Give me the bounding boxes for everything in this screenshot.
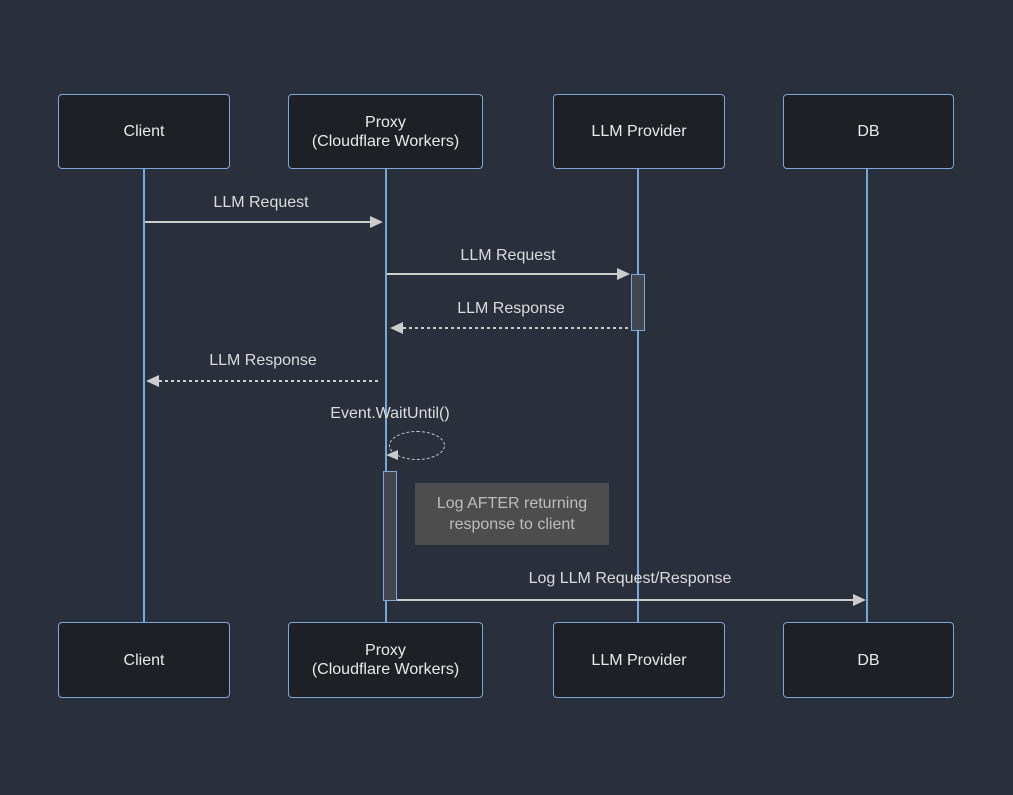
message-line — [397, 599, 853, 601]
participant-db-top: DB — [783, 94, 954, 169]
message-label: Log LLM Request/Response — [529, 570, 732, 588]
arrowhead-icon — [390, 322, 403, 334]
message-label: Event.WaitUntil() — [330, 405, 449, 423]
lifeline-db — [866, 169, 868, 622]
participant-client-bottom: Client — [58, 622, 230, 698]
participant-label: Proxy (Cloudflare Workers) — [312, 113, 459, 151]
message-label: LLM Request — [460, 247, 555, 265]
activation-bar-proxy — [383, 471, 397, 601]
note-text: Log AFTER returning response to client — [437, 493, 587, 535]
activation-bar-llm-provider — [631, 274, 645, 331]
arrowhead-icon — [853, 594, 866, 606]
participant-llm-provider-top: LLM Provider — [553, 94, 725, 169]
participant-label: Client — [124, 122, 165, 141]
participant-client-top: Client — [58, 94, 230, 169]
participant-llm-provider-bottom: LLM Provider — [553, 622, 725, 698]
lifeline-llm-provider — [637, 169, 639, 622]
participant-proxy-top: Proxy (Cloudflare Workers) — [288, 94, 483, 169]
participant-label: Client — [124, 651, 165, 670]
participant-label: LLM Provider — [591, 122, 686, 141]
arrowhead-icon — [386, 450, 398, 460]
arrowhead-icon — [617, 268, 630, 280]
message-line — [145, 221, 371, 223]
message-label: LLM Response — [457, 300, 565, 318]
participant-label: DB — [857, 651, 879, 670]
arrowhead-icon — [370, 216, 383, 228]
arrowhead-icon — [146, 375, 159, 387]
message-line — [387, 273, 618, 275]
note-box: Log AFTER returning response to client — [415, 483, 609, 545]
participant-label: LLM Provider — [591, 651, 686, 670]
lifeline-client — [143, 169, 145, 622]
message-line — [159, 380, 381, 382]
message-line — [403, 327, 631, 329]
participant-proxy-bottom: Proxy (Cloudflare Workers) — [288, 622, 483, 698]
participant-label: Proxy (Cloudflare Workers) — [312, 641, 459, 679]
participant-db-bottom: DB — [783, 622, 954, 698]
message-label: LLM Response — [209, 352, 317, 370]
participant-label: DB — [857, 122, 879, 141]
message-label: LLM Request — [213, 194, 308, 212]
